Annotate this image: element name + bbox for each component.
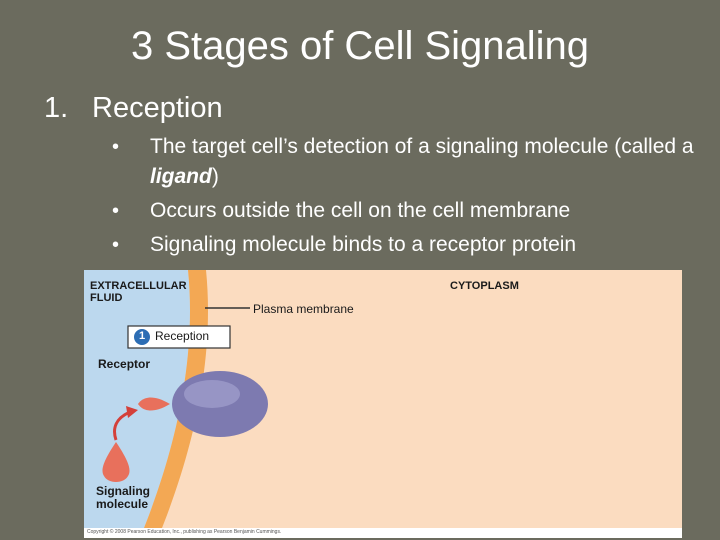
membrane-label: Plasma membrane <box>253 302 354 316</box>
bullet-suffix: ) <box>212 165 219 188</box>
bullet-icon: • <box>112 196 119 226</box>
cytoplasm-label: CYTOPLASM <box>450 280 519 292</box>
section-number: 1. <box>44 88 92 128</box>
extracellular-label: EXTRACELLULAR FLUID <box>90 280 187 304</box>
bullet-text: The target cell’s detection of a signali… <box>150 135 694 158</box>
section-title: Reception <box>92 92 223 124</box>
slide-title: 3 Stages of Cell Signaling <box>0 20 720 72</box>
bullet-icon: • <box>112 132 119 162</box>
figure-drawing <box>84 270 682 538</box>
receptor-label: Receptor <box>98 357 150 371</box>
bullet-emphasis: ligand <box>150 165 212 188</box>
bullet-icon: • <box>112 230 119 260</box>
receptor-highlight <box>184 380 240 408</box>
copyright-text: Copyright © 2008 Pearson Education, Inc.… <box>87 529 281 535</box>
step-label: Reception <box>155 329 209 343</box>
step-number: 1 <box>136 330 148 342</box>
signaling-label: Signaling molecule <box>96 485 150 511</box>
bullet-item: • The target cell’s detection of a signa… <box>112 132 712 192</box>
bullet-text: Signaling molecule binds to a receptor p… <box>150 233 576 256</box>
section-heading: 1.Reception <box>44 88 223 128</box>
bullet-list: • The target cell’s detection of a signa… <box>112 132 712 260</box>
bullet-item: • Signaling molecule binds to a receptor… <box>112 230 712 260</box>
bullet-text: Occurs outside the cell on the cell memb… <box>150 199 570 222</box>
bullet-item: • Occurs outside the cell on the cell me… <box>112 196 712 226</box>
reception-figure: EXTRACELLULAR FLUID CYTOPLASM Plasma mem… <box>84 270 682 538</box>
